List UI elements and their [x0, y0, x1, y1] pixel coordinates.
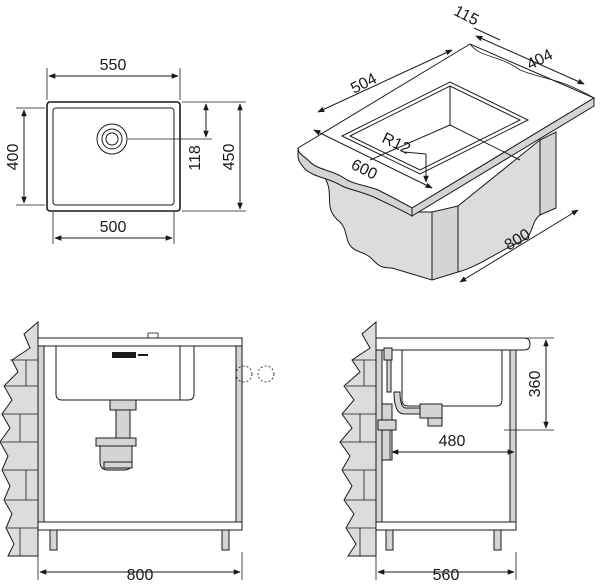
wall-outlet-1: [235, 365, 253, 383]
side-dim-label-360: 360: [527, 371, 544, 398]
top-view: 550 500 400 450 118: [5, 57, 246, 244]
side-cabinet-front: [509, 349, 517, 531]
iso-dim-line-600: [313, 129, 433, 189]
dim-label-400: 400: [5, 144, 22, 171]
side-dim-label-480: 480: [439, 433, 466, 450]
wall-outlet-2: [257, 365, 275, 383]
sink-outer-rim: [46, 101, 181, 212]
radius-leader: [403, 151, 427, 155]
front-cabinet-base: [37, 521, 243, 531]
front-leg-left: [49, 529, 58, 551]
side-leg-back: [385, 529, 394, 551]
cabinet-right-leg: [539, 131, 557, 216]
cabinet-front-panel: [431, 205, 459, 281]
iso-dim-line-504: [317, 49, 453, 113]
iso-dim-line-115: [473, 27, 501, 41]
front-siphon: [95, 399, 137, 471]
iso-dim-label-115: 115: [451, 3, 482, 30]
brick-wall-side: [339, 320, 377, 557]
front-cabinet-left-panel: [37, 345, 45, 531]
side-dim-label-560: 560: [433, 567, 460, 584]
brick-pattern-left: [1, 359, 38, 556]
front-dim-label-800: 800: [127, 567, 154, 584]
side-leg-front: [493, 529, 502, 551]
side-cabinet-base: [375, 521, 517, 531]
dim-label-450: 450: [221, 144, 238, 171]
side-cabinet-back: [375, 349, 383, 531]
side-worktop: [375, 337, 531, 351]
front-worktop: [37, 337, 243, 347]
dim-label-500: 500: [100, 219, 127, 236]
iso-bowl-bottom-edge: [449, 124, 521, 161]
side-sink-bowl: [401, 350, 503, 407]
dim-label-550: 550: [100, 57, 127, 74]
brick-wall-left: [0, 320, 39, 557]
iso-dim-label-504: 504: [348, 70, 380, 97]
iso-dim-line-404: [475, 35, 585, 85]
iso-dim-line-800: [459, 209, 579, 283]
tap-hole: [147, 332, 159, 339]
side-view: 360 480 560: [339, 320, 554, 584]
side-siphon: [377, 347, 443, 461]
brick-pattern-side: [341, 359, 376, 556]
front-cabinet-right-panel: [235, 345, 243, 531]
dim-label-118: 118: [187, 145, 204, 171]
isometric-view: 504 600 404 115 800 R12: [297, 3, 596, 283]
overflow-icon: [112, 352, 148, 358]
drain-icon: [96, 123, 128, 155]
front-leg-right: [221, 529, 230, 551]
sink-bowl-outline: [52, 107, 175, 206]
front-view: 800: [0, 320, 275, 584]
